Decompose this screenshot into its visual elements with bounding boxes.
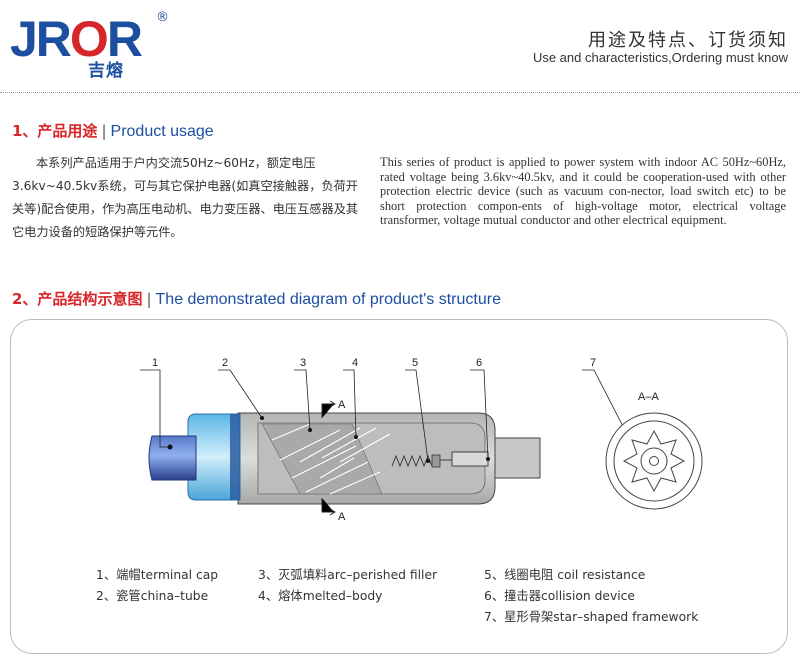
usage-text-en: This series of product is applied to pow… bbox=[380, 155, 786, 227]
melted-body-lines bbox=[299, 427, 391, 479]
section-cut-marks bbox=[321, 400, 336, 516]
coil-resistance bbox=[391, 454, 433, 468]
section-usage-heading: 1、产品用途|Product usage bbox=[12, 120, 214, 141]
terminal-sleeve bbox=[187, 413, 241, 501]
section-mark-top: A bbox=[338, 399, 346, 411]
callout-1: 1 bbox=[152, 357, 158, 369]
section-mark-bottom: A bbox=[338, 511, 346, 523]
registered-mark: ® bbox=[156, 10, 169, 25]
legend-item-6: 6、撞击器collision device bbox=[484, 589, 635, 603]
terminal-cap bbox=[148, 435, 197, 481]
callout-6: 6 bbox=[476, 357, 482, 369]
callout-2: 2 bbox=[222, 357, 228, 369]
leader-lines bbox=[140, 369, 631, 462]
page-title-en: Use and characteristics,Ordering must kn… bbox=[532, 50, 788, 65]
callout-5: 5 bbox=[412, 357, 418, 369]
header-divider bbox=[0, 92, 800, 93]
structure-diagram-frame bbox=[10, 319, 788, 654]
section-core bbox=[649, 456, 659, 466]
section-structure-heading-en: The demonstrated diagram of product's st… bbox=[155, 291, 501, 308]
legend-item-5: 5、线圈电阻 coil resistance bbox=[484, 568, 646, 582]
coil-terminal bbox=[431, 454, 441, 468]
legend-item-7: 7、星形骨架star–shaped framework bbox=[484, 610, 699, 624]
collision-device bbox=[451, 451, 489, 467]
section-structure-heading-cn: 2、产品结构示意图 bbox=[12, 290, 143, 308]
logo-jr: JR bbox=[10, 11, 72, 67]
callout-4: 4 bbox=[352, 357, 358, 369]
filler-hatching bbox=[271, 423, 381, 495]
logo-chinese-name: 吉熔 bbox=[88, 61, 124, 81]
usage-text-cn: 本系列产品适用于户内交流50Hz~60Hz，额定电压3.6kv~40.5kv系统… bbox=[12, 156, 359, 239]
legend-item-1: 1、端帽terminal cap bbox=[96, 568, 219, 582]
callout-3: 3 bbox=[300, 357, 306, 369]
logo-r: R bbox=[106, 11, 143, 67]
sleeve-rim bbox=[230, 414, 240, 500]
legend-item-3: 3、灭弧填料arc–perished filler bbox=[258, 568, 438, 582]
section-structure-heading: 2、产品结构示意图|The demonstrated diagram of pr… bbox=[12, 288, 501, 309]
right-terminal bbox=[487, 437, 541, 479]
legend-item-4: 4、熔体melted–body bbox=[258, 589, 383, 603]
logo-o: O bbox=[69, 11, 109, 67]
section-view-label: A–A bbox=[638, 391, 659, 403]
heading-divider: | bbox=[101, 122, 107, 140]
company-logo: JROR bbox=[10, 11, 143, 67]
legend-item-2: 2、瓷管china–tube bbox=[96, 589, 209, 603]
page-title-cn: 用途及特点、订货须知 bbox=[588, 30, 788, 51]
callout-7: 7 bbox=[590, 357, 596, 369]
section-usage-heading-en: Product usage bbox=[110, 123, 214, 140]
heading-divider: | bbox=[146, 290, 152, 308]
section-usage-heading-cn: 1、产品用途 bbox=[12, 122, 98, 140]
